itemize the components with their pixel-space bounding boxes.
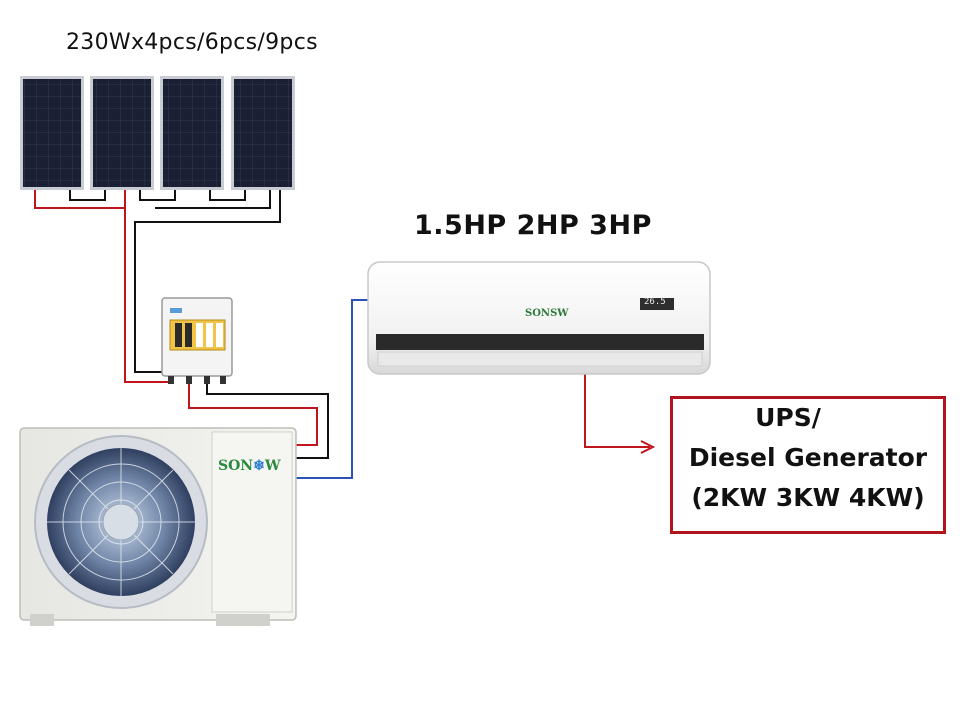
- outdoor-brand-prefix: SON: [218, 458, 253, 474]
- backup-line-ups: UPS/: [653, 403, 923, 432]
- solar-panel-1: [20, 76, 84, 190]
- combiner-box: [162, 298, 232, 384]
- solar-panel-2: [90, 76, 154, 190]
- panel-series-wiring: [35, 190, 280, 382]
- outdoor-brand-suffix: W: [265, 458, 281, 474]
- solar-panel-3: [160, 76, 224, 190]
- backup-power-box: UPS/ Diesel Generator (2KW 3KW 4KW): [670, 396, 946, 534]
- outdoor-brand-label: SON❄W: [218, 458, 281, 474]
- indoor-brand-label: SONSW: [525, 308, 569, 319]
- backup-line-capacity: (2KW 3KW 4KW): [673, 483, 943, 512]
- ac-capacity-label: 1.5HP 2HP 3HP: [414, 210, 652, 241]
- indoor-temperature-display: 26.5: [644, 297, 666, 307]
- solar-panel-array: [20, 76, 295, 190]
- snowflake-icon: ❄: [253, 458, 265, 474]
- backup-line-generator: Diesel Generator: [673, 443, 943, 472]
- solar-panel-4: [231, 76, 295, 190]
